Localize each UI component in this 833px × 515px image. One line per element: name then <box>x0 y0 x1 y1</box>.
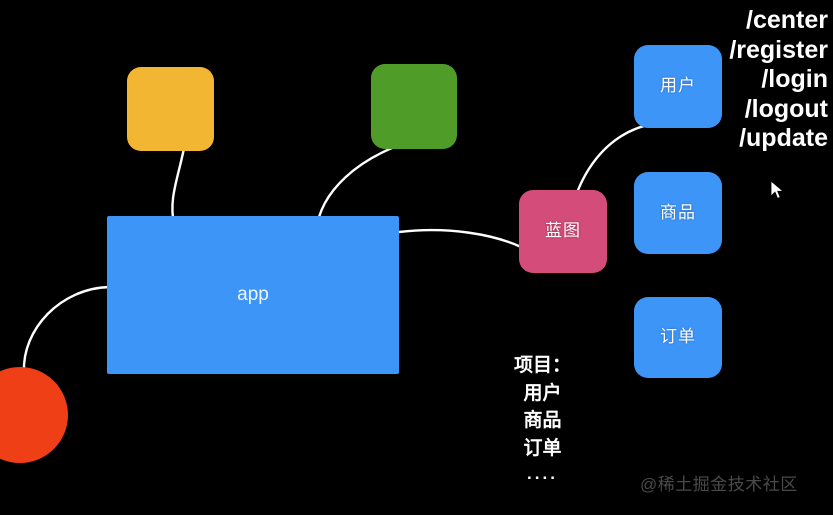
node-order[interactable]: 订单 <box>634 297 722 378</box>
route-item-login: /login <box>761 65 828 93</box>
mouse-pointer-icon <box>770 180 785 199</box>
node-app-label: app <box>237 283 269 305</box>
node-blueprint[interactable]: 蓝图 <box>519 190 607 273</box>
project-list-title: 项目： <box>513 355 571 376</box>
route-item-logout: /logout <box>744 94 828 123</box>
project-list-item-order: 订单 <box>523 437 562 459</box>
node-user[interactable]: 用户 <box>634 45 722 128</box>
node-app[interactable]: app <box>107 216 399 374</box>
project-list: 项目： 用户 商品 订单 .... <box>480 352 605 487</box>
node-product-label: 商品 <box>660 202 696 222</box>
route-list: /center /register /login /logout /update <box>729 6 828 154</box>
project-list-item-product: 商品 <box>523 410 562 432</box>
node-user-label: 用户 <box>660 76 696 96</box>
node-product[interactable]: 商品 <box>634 172 722 254</box>
project-list-item-user: 用户 <box>523 382 562 404</box>
node-blueprint-label: 蓝图 <box>545 221 581 241</box>
route-item-center: /center <box>746 6 828 34</box>
node-green[interactable] <box>371 64 457 149</box>
route-item-register: /register <box>729 35 828 64</box>
node-circle[interactable] <box>0 367 68 463</box>
node-orange[interactable] <box>127 67 214 151</box>
watermark: @稀土掘金技术社区 <box>640 475 798 494</box>
edge-app-to-blueprint <box>397 228 523 249</box>
edge-circle-to-app <box>22 285 112 374</box>
project-list-ellipsis: .... <box>527 464 558 484</box>
node-order-label: 订单 <box>660 327 696 347</box>
route-item-update: /update <box>739 124 828 152</box>
